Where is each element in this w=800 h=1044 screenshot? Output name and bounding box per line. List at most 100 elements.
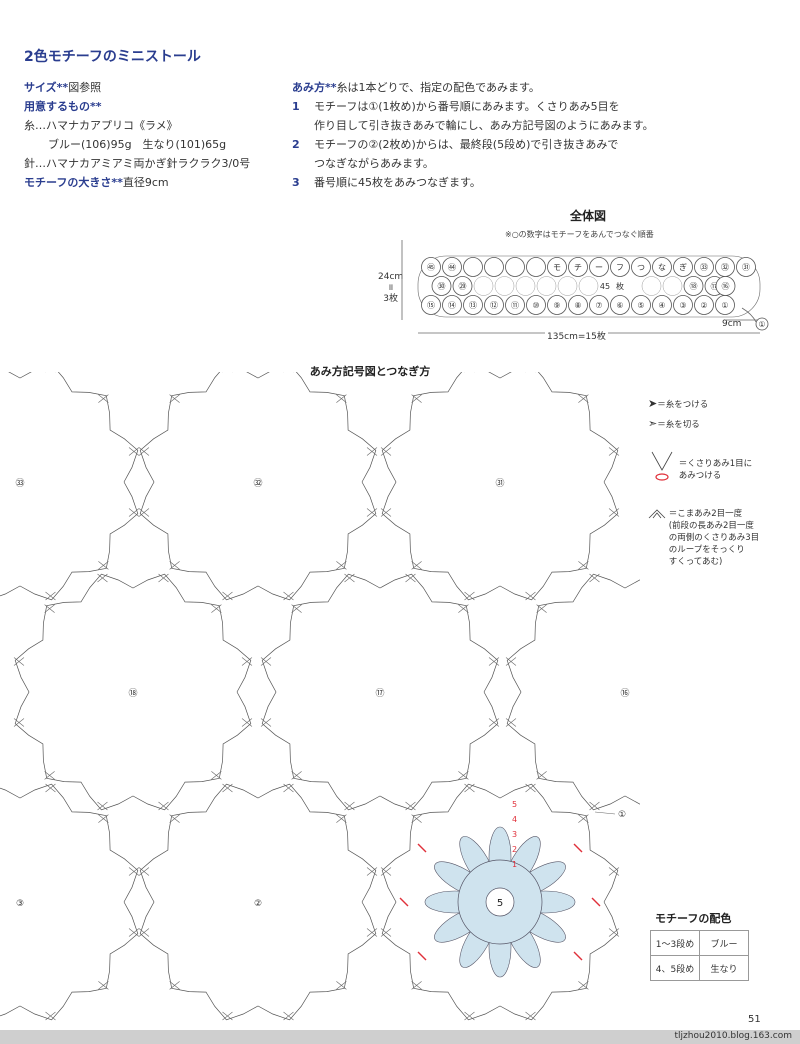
- layout-motif-label: ⑦: [595, 301, 602, 310]
- layout-motif-circle: [652, 257, 672, 277]
- motif-number: ③: [16, 899, 24, 909]
- center-ring: [485, 887, 515, 917]
- layout-motif-label: フ: [616, 263, 624, 272]
- stitch-mark: [336, 561, 347, 570]
- step-number: 2: [292, 138, 300, 151]
- round-label: 3: [512, 830, 517, 839]
- stitch-mark: [128, 928, 140, 937]
- table-row: 4、5段め 生なり: [650, 955, 749, 981]
- stitch-mark: [458, 771, 469, 780]
- stitch-mark: [458, 604, 469, 613]
- legend-join: ＝くさりあみ1目に あみつける: [648, 448, 752, 482]
- materials-section: サイズ**図参照 用意するもの** 糸…ハマナカアプリコ《ラメ》 ブルー(106…: [24, 78, 284, 192]
- layout-motif-circle: [431, 276, 452, 296]
- attach-yarn-icon: ➤: [648, 397, 658, 410]
- stitch-mark: [488, 657, 500, 666]
- layout-motif-circle: [589, 257, 609, 277]
- stitch-mark: [536, 771, 547, 780]
- stitch-mark: [211, 771, 222, 780]
- stitch-mark: [128, 508, 140, 517]
- join-mark: [417, 951, 427, 961]
- round-label: 4: [512, 815, 517, 824]
- yarn-line: 糸…ハマナカアプリコ《ラメ》: [24, 119, 178, 132]
- motif-dimension: 9cm: [722, 319, 742, 329]
- layout-motif-label: ㉝: [700, 263, 708, 272]
- layout-motif-label: な: [658, 263, 666, 272]
- materials-label: 用意するもの**: [24, 100, 102, 113]
- chart-motif: ⑱: [13, 573, 253, 811]
- layout-motif-label: ⑫: [490, 301, 498, 310]
- layout-motif-label: ⑰: [711, 282, 719, 291]
- hook-line: 針…ハマナカアミアミ両かぎ針ラクラク3/0号: [24, 157, 251, 170]
- stitch-mark: [336, 394, 347, 403]
- stitch-mark: [405, 801, 416, 811]
- stitch-mark: [97, 573, 108, 583]
- stitch-mark: [380, 447, 392, 456]
- layout-motif-label: モ: [553, 263, 561, 272]
- color-scheme-title: モチーフの配色: [655, 912, 732, 925]
- stitch-mark: [505, 657, 517, 666]
- stitch-mark: [98, 981, 109, 990]
- stitch-mark: [405, 573, 416, 583]
- layout-motif-label: チ: [574, 263, 582, 272]
- stitch-mark: [411, 981, 422, 990]
- stitch-mark: [411, 561, 422, 570]
- layout-motif-circle: [442, 257, 462, 277]
- table-row: 1〜3段め ブルー: [650, 930, 749, 956]
- stitch-mark: [336, 814, 347, 823]
- stitch-mark: [488, 718, 500, 727]
- stitch-mark: [222, 783, 233, 793]
- layout-motif-circle: [494, 276, 515, 296]
- stitch-mark: [138, 447, 150, 456]
- layout-motif-label: ②: [700, 301, 707, 310]
- footer-bar: [0, 1030, 800, 1044]
- layout-motif-circle: [421, 257, 441, 277]
- stitch-mark: [222, 591, 233, 601]
- layout-motif-circle: [484, 257, 504, 277]
- stitch-mark: [578, 394, 589, 403]
- layout-motif-label: ㉚: [438, 282, 446, 291]
- stitch-mark: [380, 928, 392, 937]
- motif-outline: [139, 783, 377, 1021]
- stitch-mark: [128, 447, 140, 456]
- motif-number: ①: [618, 810, 626, 820]
- layout-motif-label: ⑬: [469, 301, 477, 310]
- layout-motif-circle: [442, 295, 462, 315]
- layout-motif-label: ①: [721, 301, 728, 310]
- stitch-mark: [380, 508, 392, 517]
- start-label: ①: [758, 320, 765, 329]
- stitch-mark: [44, 771, 55, 780]
- motif-size-value: 直径9cm: [122, 176, 169, 189]
- layout-motif-label: ー: [595, 263, 603, 272]
- layout-motif-circle: [557, 276, 578, 296]
- stitch-mark: [138, 928, 150, 937]
- layout-motif-circle: [547, 295, 567, 315]
- page-number: 51: [748, 1014, 761, 1025]
- round-label: 2: [512, 845, 517, 854]
- layout-motif-circle: [715, 295, 735, 315]
- motif-number: ⑱: [128, 688, 137, 699]
- chart-motif: ⑰: [260, 573, 500, 811]
- motif-outline: [261, 573, 499, 811]
- stitch-mark: [344, 801, 355, 811]
- stitch-mark: [536, 604, 547, 613]
- stitch-mark: [366, 867, 378, 876]
- stitch-mark: [169, 561, 180, 570]
- chart-motif: ③: [0, 783, 140, 1021]
- layout-motif-circle: [515, 276, 536, 296]
- layout-motif-circle: [736, 257, 756, 277]
- layout-motif-label: ㉙: [459, 282, 467, 291]
- motif-outline: [506, 573, 640, 811]
- stitch-mark: [464, 783, 475, 793]
- stitch-mark: [608, 867, 620, 876]
- stitch-mark: [169, 394, 180, 403]
- center-label: 5: [497, 898, 503, 909]
- chart-title: あみ方記号図とつなぎ方: [309, 365, 431, 378]
- stitch-mark: [589, 801, 600, 811]
- size-label: サイズ**: [24, 81, 69, 94]
- join-mark: [399, 897, 409, 907]
- stitch-mark: [464, 1011, 475, 1021]
- stitch-mark: [291, 771, 302, 780]
- stitch-mark: [525, 1011, 536, 1021]
